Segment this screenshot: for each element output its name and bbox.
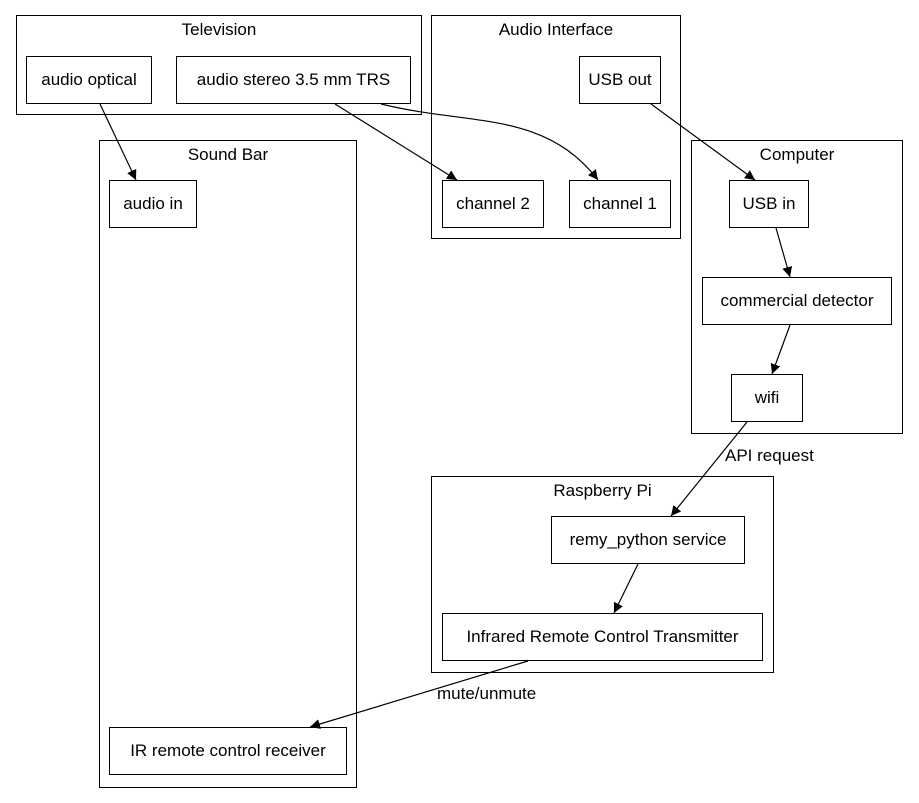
node-commercial-detector: commercial detector	[702, 277, 892, 325]
node-audio-optical: audio optical	[26, 56, 152, 104]
cluster-raspberry-pi-title: Raspberry Pi	[553, 481, 652, 500]
edge-label-mute-unmute: mute/unmute	[437, 684, 537, 703]
edge-label-api-request: API request	[725, 446, 814, 465]
node-remy-python-service: remy_python service	[551, 516, 745, 564]
node-usb-out: USB out	[579, 56, 661, 104]
cluster-sound-bar-title: Sound Bar	[187, 145, 269, 164]
node-wifi: wifi	[731, 374, 803, 422]
node-ir-transmitter: Infrared Remote Control Transmitter	[442, 613, 763, 661]
node-usb-in: USB in	[729, 180, 809, 228]
cluster-sound-bar: Sound Bar	[99, 140, 357, 788]
cluster-audio-interface-title: Audio Interface	[498, 20, 614, 39]
edge-usb-in-to-commercial-detector	[775, 227, 793, 278]
edge-ir-transmitter-to-ir-receiver	[309, 660, 529, 729]
cluster-television-title: Television	[181, 20, 257, 39]
edge-audio-optical-to-audio-in	[99, 103, 137, 181]
cluster-computer-title: Computer	[759, 145, 835, 164]
edge-commercial-detector-to-wifi	[770, 324, 791, 375]
edge-audio-stereo-to-channel-1	[380, 103, 599, 181]
edge-remy-python-service-to-ir-transmitter	[613, 563, 639, 614]
edge-wifi-to-remy-python-service	[670, 421, 748, 517]
node-ir-receiver: IR remote control receiver	[109, 727, 347, 775]
edge-usb-out-to-usb-in	[650, 103, 756, 181]
edge-audio-stereo-to-channel-2	[334, 103, 458, 181]
node-channel-2: channel 2	[442, 180, 544, 228]
node-channel-1: channel 1	[569, 180, 671, 228]
node-audio-stereo: audio stereo 3.5 mm TRS	[176, 56, 411, 104]
node-audio-in: audio in	[109, 180, 197, 228]
